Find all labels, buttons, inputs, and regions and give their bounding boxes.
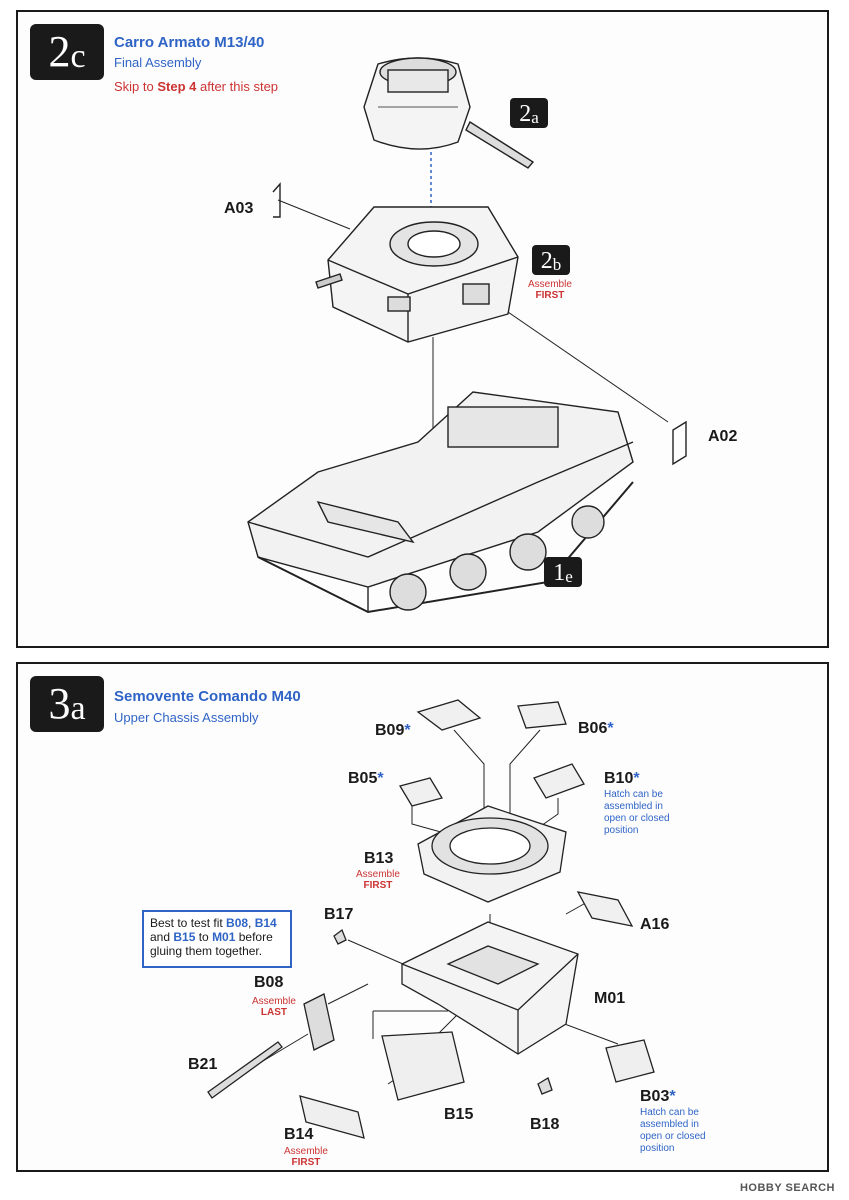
turret-drawing [363, 57, 535, 169]
superstructure-drawing [315, 206, 519, 343]
part-b14-drawing [299, 1095, 365, 1139]
part-label-a16: A16 [640, 916, 670, 933]
step-2c-drawing [247, 57, 687, 614]
part-label-m01: M01 [594, 990, 626, 1007]
step-subtitle: Upper Chassis Assembly [114, 710, 259, 725]
part-b10-drawing [533, 763, 585, 799]
part-a02-drawing [672, 420, 687, 466]
watermark: HOBBY SEARCH [739, 1182, 835, 1194]
part-label-b08: B08 [254, 974, 284, 991]
part-b17-drawing [333, 928, 347, 945]
part-label-b17: B17 [324, 906, 354, 923]
badge-number: 3 [48, 679, 71, 728]
step-subtitle: Final Assembly [114, 55, 202, 70]
hatch-parts [398, 699, 585, 807]
part-b03-drawing [605, 1039, 655, 1083]
badge-letter: a [70, 690, 86, 727]
part-b06-drawing [517, 701, 567, 729]
part-label-b06: B06* [578, 720, 614, 737]
badge-number: 2 [48, 27, 71, 76]
part-b21-drawing [207, 1041, 283, 1099]
part-b08-drawing [303, 993, 335, 1051]
step-title: Carro Armato M13/40 [114, 34, 265, 51]
part-label-a02: A02 [708, 428, 738, 445]
part-b13-drawing [417, 805, 567, 903]
step-title: Semovente Comando M40 [114, 688, 301, 705]
part-label-b21: B21 [188, 1056, 218, 1073]
part-label-a03: A03 [224, 200, 254, 217]
test-fit-note: Best to test fit B08, B14 and B15 to M01… [142, 910, 292, 968]
part-label-b03: B03* [640, 1088, 676, 1105]
badge-letter: c [70, 38, 86, 75]
hull-drawing [247, 391, 634, 614]
part-b09-drawing [416, 699, 482, 731]
part-m01-drawing [401, 921, 579, 1055]
part-label-b10: B10* [604, 770, 640, 787]
part-b18-drawing [537, 1077, 553, 1095]
part-a16-drawing [576, 891, 634, 927]
part-a03-drawing [272, 182, 281, 218]
part-label-b05: B05* [348, 770, 384, 787]
part-label-b18: B18 [530, 1116, 560, 1133]
part-label-b15: B15 [444, 1106, 474, 1123]
part-label-b14: B14 [284, 1126, 314, 1143]
part-label-b09: B09* [375, 722, 411, 739]
part-b05-drawing [398, 777, 444, 807]
step-3a-drawing [207, 699, 655, 1139]
part-label-b13: B13 [364, 850, 394, 867]
part-b15-drawing [381, 1031, 465, 1101]
skip-note: Skip to Step 4 after this step [114, 79, 279, 94]
